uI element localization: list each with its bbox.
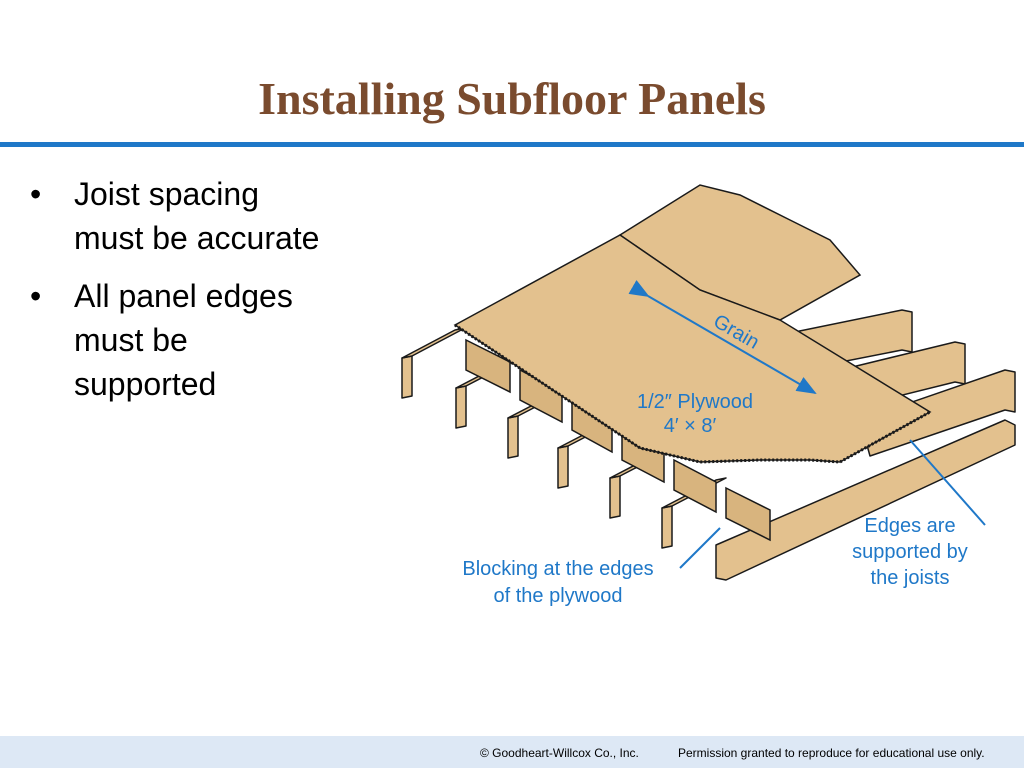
joist bbox=[609, 475, 621, 519]
plywood-dimension-label: 4′ × 8′ bbox=[664, 415, 717, 437]
bullet-text-line: must be accurate bbox=[74, 220, 320, 256]
joist bbox=[455, 385, 467, 429]
plywood-size-label: 1/2″ Plywood bbox=[637, 391, 753, 413]
bullet-dot: • bbox=[30, 278, 42, 314]
bullet-item: • All panel edges must be supported bbox=[30, 274, 390, 406]
joist bbox=[401, 355, 413, 399]
joist bbox=[661, 505, 673, 549]
bullet-list: • Joist spacing must be accurate • All p… bbox=[30, 172, 390, 420]
blocking-label-line: of the plywood bbox=[494, 585, 623, 607]
bullet-dot: • bbox=[30, 176, 42, 212]
bullet-text-line: All panel edges bbox=[74, 278, 293, 314]
grain-arrow bbox=[628, 280, 817, 395]
edges-label-line: Edges are bbox=[864, 515, 955, 537]
bullet-text-line: supported bbox=[74, 366, 217, 402]
copyright-text: © Goodheart-Willcox Co., Inc. bbox=[480, 746, 639, 760]
joist bbox=[401, 327, 466, 359]
subfloor-diagram: Grain 1/2″ Plywood 4′ × 8′ Edges are sup… bbox=[401, 184, 1016, 607]
permission-text: Permission granted to reproduce for educ… bbox=[678, 746, 985, 760]
blocking bbox=[465, 338, 771, 542]
bullet-text-line: must be bbox=[74, 322, 188, 358]
edges-leader bbox=[909, 439, 986, 526]
edges-label-line: supported by bbox=[852, 541, 968, 563]
joist bbox=[507, 415, 519, 459]
title-divider bbox=[0, 142, 1024, 147]
bullet-text-line: Joist spacing bbox=[74, 176, 259, 212]
edges-label-line: the joists bbox=[871, 567, 950, 589]
footer-bar: © Goodheart-Willcox Co., Inc. Permission… bbox=[0, 736, 1024, 768]
blocking-leader bbox=[679, 527, 721, 569]
joist bbox=[557, 445, 569, 489]
slide-title: Installing Subfloor Panels bbox=[258, 73, 766, 124]
blocking-label-line: Blocking at the edges bbox=[462, 558, 653, 580]
bullet-item: • Joist spacing must be accurate bbox=[30, 172, 390, 260]
